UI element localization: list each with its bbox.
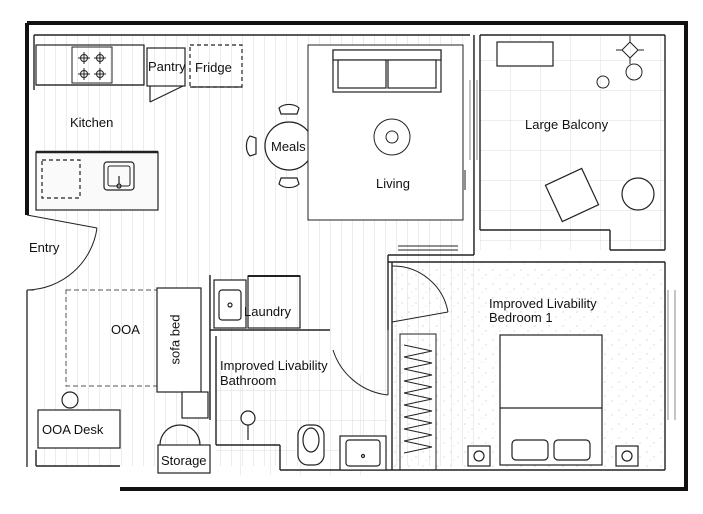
room-label-living: Living <box>376 176 410 191</box>
bed <box>467 334 639 467</box>
sofa <box>332 49 442 93</box>
room-label-ooa: OOA <box>111 322 140 337</box>
pantry-cupboard <box>146 47 186 103</box>
sofa-bed <box>156 287 202 393</box>
room-label-kitchen: Kitchen <box>70 115 114 130</box>
fridge-space <box>189 44 243 88</box>
bedroom-door <box>391 265 449 323</box>
ooa-outline <box>65 289 161 387</box>
entry-door <box>26 214 98 291</box>
plant-icon <box>596 36 644 89</box>
room-label-bedroom-line2: Bedroom 1 <box>489 310 553 325</box>
room-label-storage: Storage <box>161 453 207 468</box>
bedroom-window <box>667 290 676 420</box>
room-label-bedroom-line1: Improved Livability <box>489 296 597 311</box>
room-label-pantry: Pantry <box>148 59 186 74</box>
room-label-fridge: Fridge <box>195 60 232 75</box>
sink-icon <box>107 165 131 187</box>
storage-cupboard <box>157 391 211 474</box>
room-label-bathroom-line1: Improved Livability <box>220 358 328 373</box>
laundry <box>213 275 301 329</box>
balcony-screen <box>469 80 478 160</box>
wardrobe <box>399 333 437 471</box>
dining-table <box>245 103 333 189</box>
ooa-desk <box>37 391 121 449</box>
floor-tiles <box>216 35 665 475</box>
tv-unit <box>398 170 466 251</box>
room-label-meals: Meals <box>271 139 306 154</box>
cooktop-icon <box>71 46 113 84</box>
kitchen-island <box>35 150 159 211</box>
coffee-table <box>373 118 411 156</box>
room-label-laundry: Laundry <box>244 304 291 319</box>
room-label-entry: Entry <box>29 240 60 255</box>
balcony-furniture <box>496 41 655 223</box>
room-label-bathroom-line2: Bathroom <box>220 373 277 388</box>
external-walls <box>25 21 688 491</box>
room-label-ooa-desk: OOA Desk <box>42 422 104 437</box>
kitchen-bench <box>35 44 145 86</box>
bathroom-door <box>332 330 389 396</box>
room-label-sofa-bed: sofa bed <box>167 314 183 365</box>
room-label-large-balcony: Large Balcony <box>525 117 609 132</box>
bathroom-fixtures <box>240 410 387 471</box>
